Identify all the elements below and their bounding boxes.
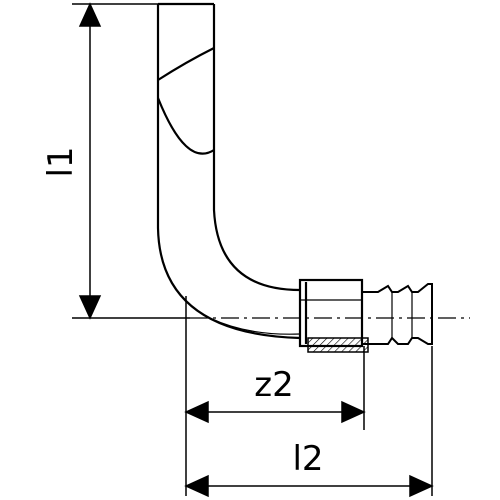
pipe-inner-wall [212, 4, 301, 292]
dimension-l2-label: l2 [292, 439, 323, 479]
pipe-break-mark-lower [156, 97, 215, 155]
dimension-z2-label: z2 [254, 365, 293, 405]
dimension-l2 [184, 346, 434, 498]
dimension-l1-arrow-top [78, 2, 102, 27]
insert-barbs [362, 283, 433, 345]
dimension-l2-arrow-right [409, 474, 434, 498]
barbed-insert [362, 283, 433, 345]
sleeve-hatched-section [307, 337, 369, 353]
press-sleeve [298, 278, 364, 348]
sleeve-body [298, 278, 364, 348]
dimension-l1 [72, 2, 190, 320]
dimension-l2-arrow-left [184, 474, 209, 498]
dimension-z2-arrow-right [341, 400, 366, 424]
pipe-break-mark-upper [157, 47, 215, 81]
pipe-wall-shading [209, 317, 301, 335]
dimension-l1-arrow-bottom [78, 295, 102, 320]
dimension-z2-arrow-left [184, 400, 209, 424]
pipe-outer-wall [156, 4, 301, 340]
dimension-z2 [184, 296, 366, 496]
dimension-l1-label: l1 [41, 146, 81, 177]
pipe-elbow [156, 2, 301, 340]
